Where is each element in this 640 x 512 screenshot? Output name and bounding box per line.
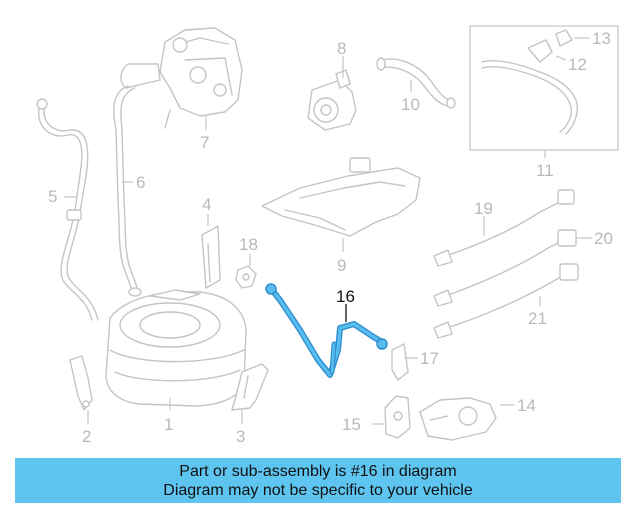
- callout-15: 15: [342, 415, 361, 434]
- callout-7: 7: [200, 133, 209, 152]
- part-16-pipe-highlighted[interactable]: [265, 283, 388, 378]
- part-5-hose: [36, 98, 99, 321]
- part-10-hose: [376, 57, 456, 109]
- part-20-sensor: [433, 229, 577, 307]
- callout-8: 8: [337, 39, 346, 58]
- part-2-bracket: [69, 355, 93, 411]
- part-14-pump: [419, 397, 497, 441]
- part-8-pump: [307, 69, 357, 131]
- callout-18: 18: [239, 235, 258, 254]
- callout-11: 11: [536, 161, 554, 180]
- exploded-parts-diagram: 1 2 3 4 5 6 7 8 9 10 11 12 13 14 15 16 1…: [36, 25, 619, 446]
- part-3-bracket: [231, 363, 269, 411]
- callout-13: 13: [592, 29, 611, 48]
- part-11-box: [469, 25, 619, 151]
- callout-3: 3: [236, 427, 245, 446]
- callout-17: 17: [420, 349, 439, 368]
- callout-16: 16: [336, 287, 355, 306]
- callout-10: 10: [401, 95, 420, 114]
- part-1-housing: [105, 289, 247, 407]
- callout-20: 20: [594, 229, 613, 248]
- callout-21: 21: [528, 309, 547, 328]
- part-6-hose: [113, 85, 142, 297]
- callout-5: 5: [48, 187, 57, 206]
- callout-1: 1: [164, 415, 173, 434]
- callout-12: 12: [568, 55, 587, 74]
- banner-line-part-number: Part or sub-assembly is #16 in diagram: [179, 462, 457, 480]
- callout-9: 9: [337, 256, 346, 275]
- callout-14: 14: [517, 396, 536, 415]
- banner-line-disclaimer: Diagram may not be specific to your vehi…: [163, 481, 473, 499]
- leader-lines: [64, 56, 592, 425]
- callout-6: 6: [136, 173, 145, 192]
- part-21-sensor: [433, 263, 579, 339]
- part-15-bracket: [384, 395, 411, 439]
- part-19-sensor: [433, 189, 575, 267]
- part-18-clip: [235, 265, 257, 289]
- part-9-bracket: [261, 157, 421, 237]
- part-17-clip: [391, 343, 409, 381]
- callout-labels: 1 2 3 4 5 6 7 8 9 10 11 12 13 14 15 16 1…: [48, 29, 613, 446]
- part-7-assembly: [120, 27, 243, 129]
- callout-19: 19: [474, 199, 493, 218]
- part-4-bracket: [201, 225, 221, 289]
- callout-2: 2: [82, 427, 91, 446]
- callout-4: 4: [202, 195, 211, 214]
- part-info-banner: Part or sub-assembly is #16 in diagram D…: [15, 458, 621, 503]
